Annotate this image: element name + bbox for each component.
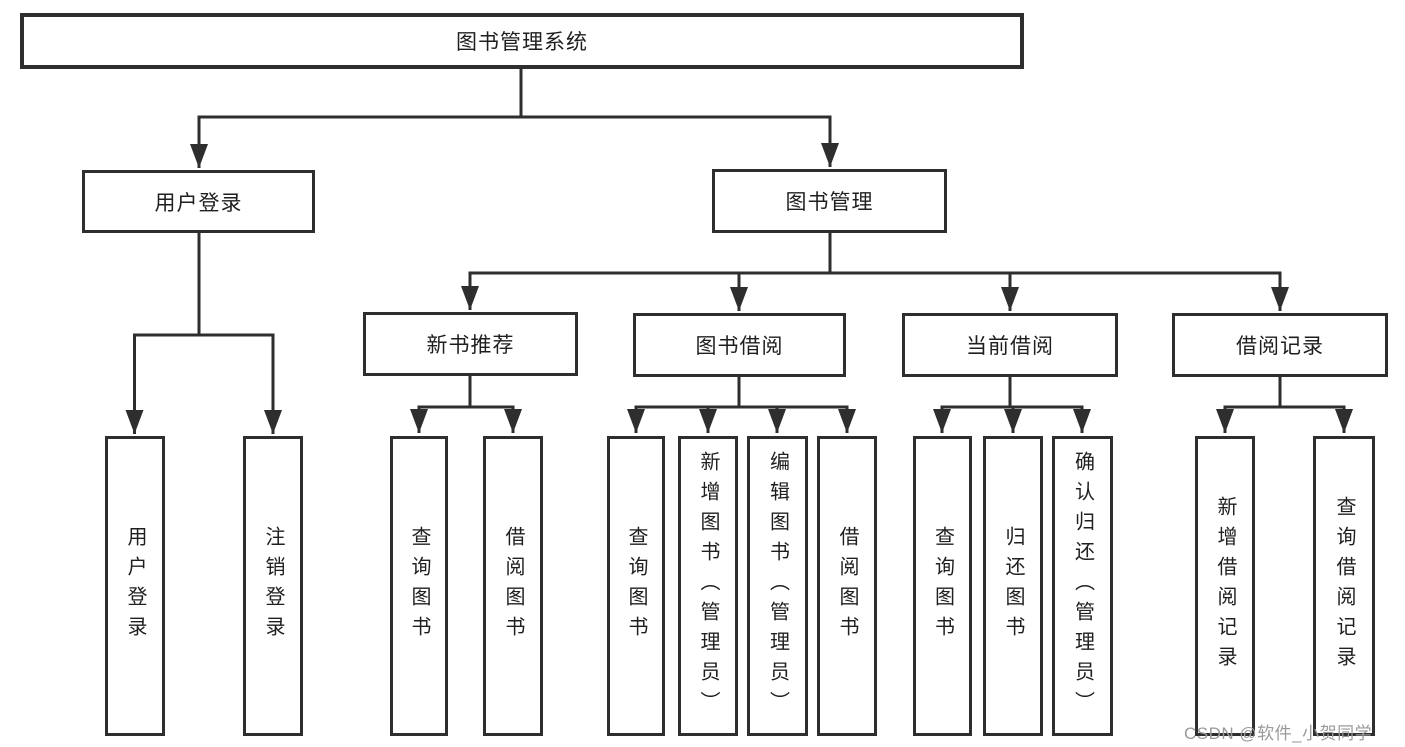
node-borrowing-records-label: 借阅记录 (1236, 335, 1324, 358)
node-book-management: 图书管理 (712, 169, 947, 233)
node-root-label: 图书管理系统 (456, 31, 588, 54)
leaf-bb-add-books-admin: 新增图书（管理员） (678, 436, 738, 736)
leaf-nb-borrow-books: 借阅图书 (483, 436, 543, 736)
leaf-cb-return-books: 归还图书 (983, 436, 1043, 736)
leaf-bb-borrow-books-label: 借阅图书 (836, 526, 858, 646)
leaf-bb-borrow-books: 借阅图书 (817, 436, 877, 736)
leaf-bb-add-books-admin-label: 新增图书（管理员） (697, 451, 719, 721)
leaf-br-query-borrow-record-label: 查询借阅记录 (1333, 496, 1355, 676)
leaf-nb-query-books-label: 查询图书 (408, 526, 430, 646)
leaf-user-login: 用户登录 (105, 436, 165, 736)
node-current-borrowing: 当前借阅 (902, 313, 1118, 377)
connector-trunks (133, 68, 1346, 409)
leaf-cb-confirm-return-admin: 确认归还（管理员） (1052, 436, 1113, 736)
leaf-bb-edit-books-admin: 编辑图书（管理员） (747, 436, 808, 736)
leaf-bb-query-books-label: 查询图书 (625, 526, 647, 646)
leaf-logout-login: 注销登录 (243, 436, 303, 736)
leaf-cb-query-books-label: 查询图书 (931, 526, 954, 646)
leaf-logout-login-label: 注销登录 (262, 526, 284, 646)
leaf-bb-edit-books-admin-label: 编辑图书（管理员） (766, 451, 789, 721)
leaf-cb-confirm-return-admin-label: 确认归还（管理员） (1071, 451, 1094, 721)
leaf-br-add-borrow-record: 新增借阅记录 (1195, 436, 1255, 736)
node-new-book-recommend-label: 新书推荐 (426, 334, 515, 357)
leaf-nb-borrow-books-label: 借阅图书 (502, 526, 524, 646)
node-book-management-label: 图书管理 (785, 191, 874, 214)
leaf-cb-query-books: 查询图书 (913, 436, 972, 736)
node-book-borrowing-label: 图书借阅 (695, 335, 784, 358)
leaf-br-add-borrow-record-label: 新增借阅记录 (1214, 496, 1236, 676)
node-book-borrowing: 图书借阅 (633, 313, 846, 377)
node-new-book-recommend: 新书推荐 (363, 312, 578, 376)
node-borrowing-records: 借阅记录 (1172, 313, 1388, 377)
node-root: 图书管理系统 (20, 13, 1024, 69)
leaf-bb-query-books: 查询图书 (607, 436, 665, 736)
node-user-login-label: 用户登录 (154, 191, 243, 215)
csdn-watermark: CSDN @软件_小贺同学 (1184, 724, 1373, 743)
node-user-login: 用户登录 (82, 170, 315, 233)
leaf-cb-return-books-label: 归还图书 (1002, 526, 1024, 646)
node-current-borrowing-label: 当前借阅 (966, 335, 1054, 358)
leaf-user-login-label: 用户登录 (124, 526, 146, 646)
leaf-nb-query-books: 查询图书 (390, 436, 448, 736)
leaf-br-query-borrow-record: 查询借阅记录 (1313, 436, 1375, 736)
